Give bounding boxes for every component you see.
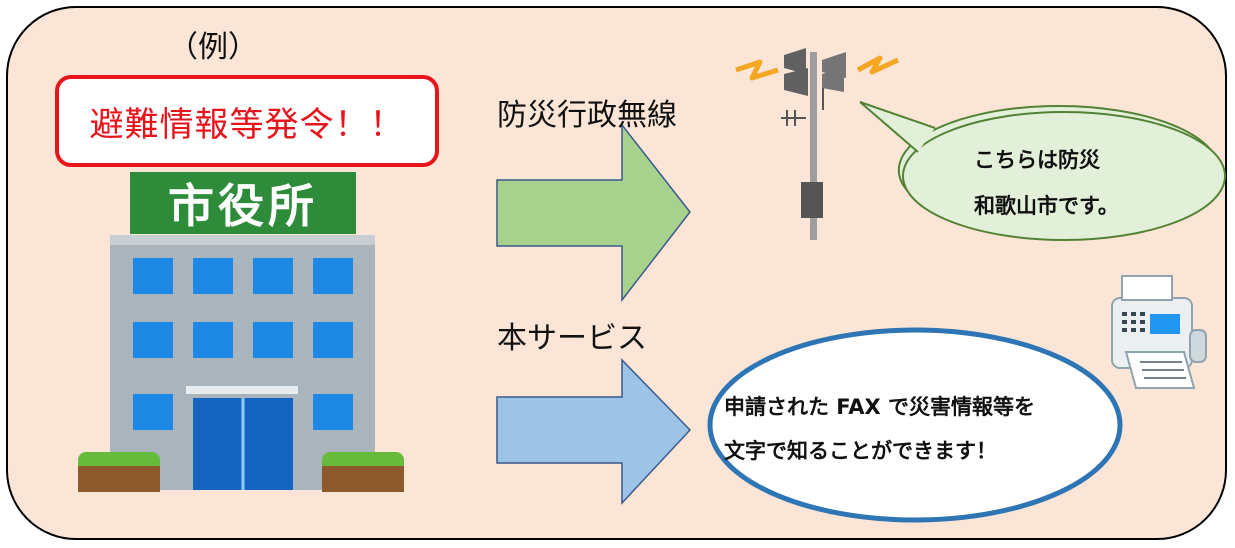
fax-bubble bbox=[707, 327, 1123, 523]
city-hall-icon bbox=[78, 172, 404, 492]
alert-text: 避難情報等発令！！ bbox=[89, 104, 405, 145]
service-label: 本サービス bbox=[497, 321, 647, 356]
city-hall-sign-text: 市役所 bbox=[168, 179, 318, 233]
example-label: （例） bbox=[168, 30, 258, 65]
radio-arrow bbox=[496, 122, 691, 303]
city-hall-sign bbox=[130, 172, 356, 234]
fax-machine-icon bbox=[1111, 275, 1207, 389]
radio-label: 防災行政無線 bbox=[497, 98, 677, 133]
alert-box: 避難情報等発令！！ bbox=[55, 75, 439, 167]
service-arrow bbox=[496, 358, 692, 505]
loudspeaker-tower-icon bbox=[735, 48, 900, 240]
fax-bubble-line2: 文字で知ることができます！ bbox=[724, 439, 997, 463]
fax-bubble-line1: 申請された FAX で災害情報等を bbox=[724, 395, 1035, 419]
speech-bubble-line2: 和歌山市です。 bbox=[974, 194, 1119, 218]
speech-bubble-line1: こちらは防災 bbox=[974, 148, 1100, 172]
